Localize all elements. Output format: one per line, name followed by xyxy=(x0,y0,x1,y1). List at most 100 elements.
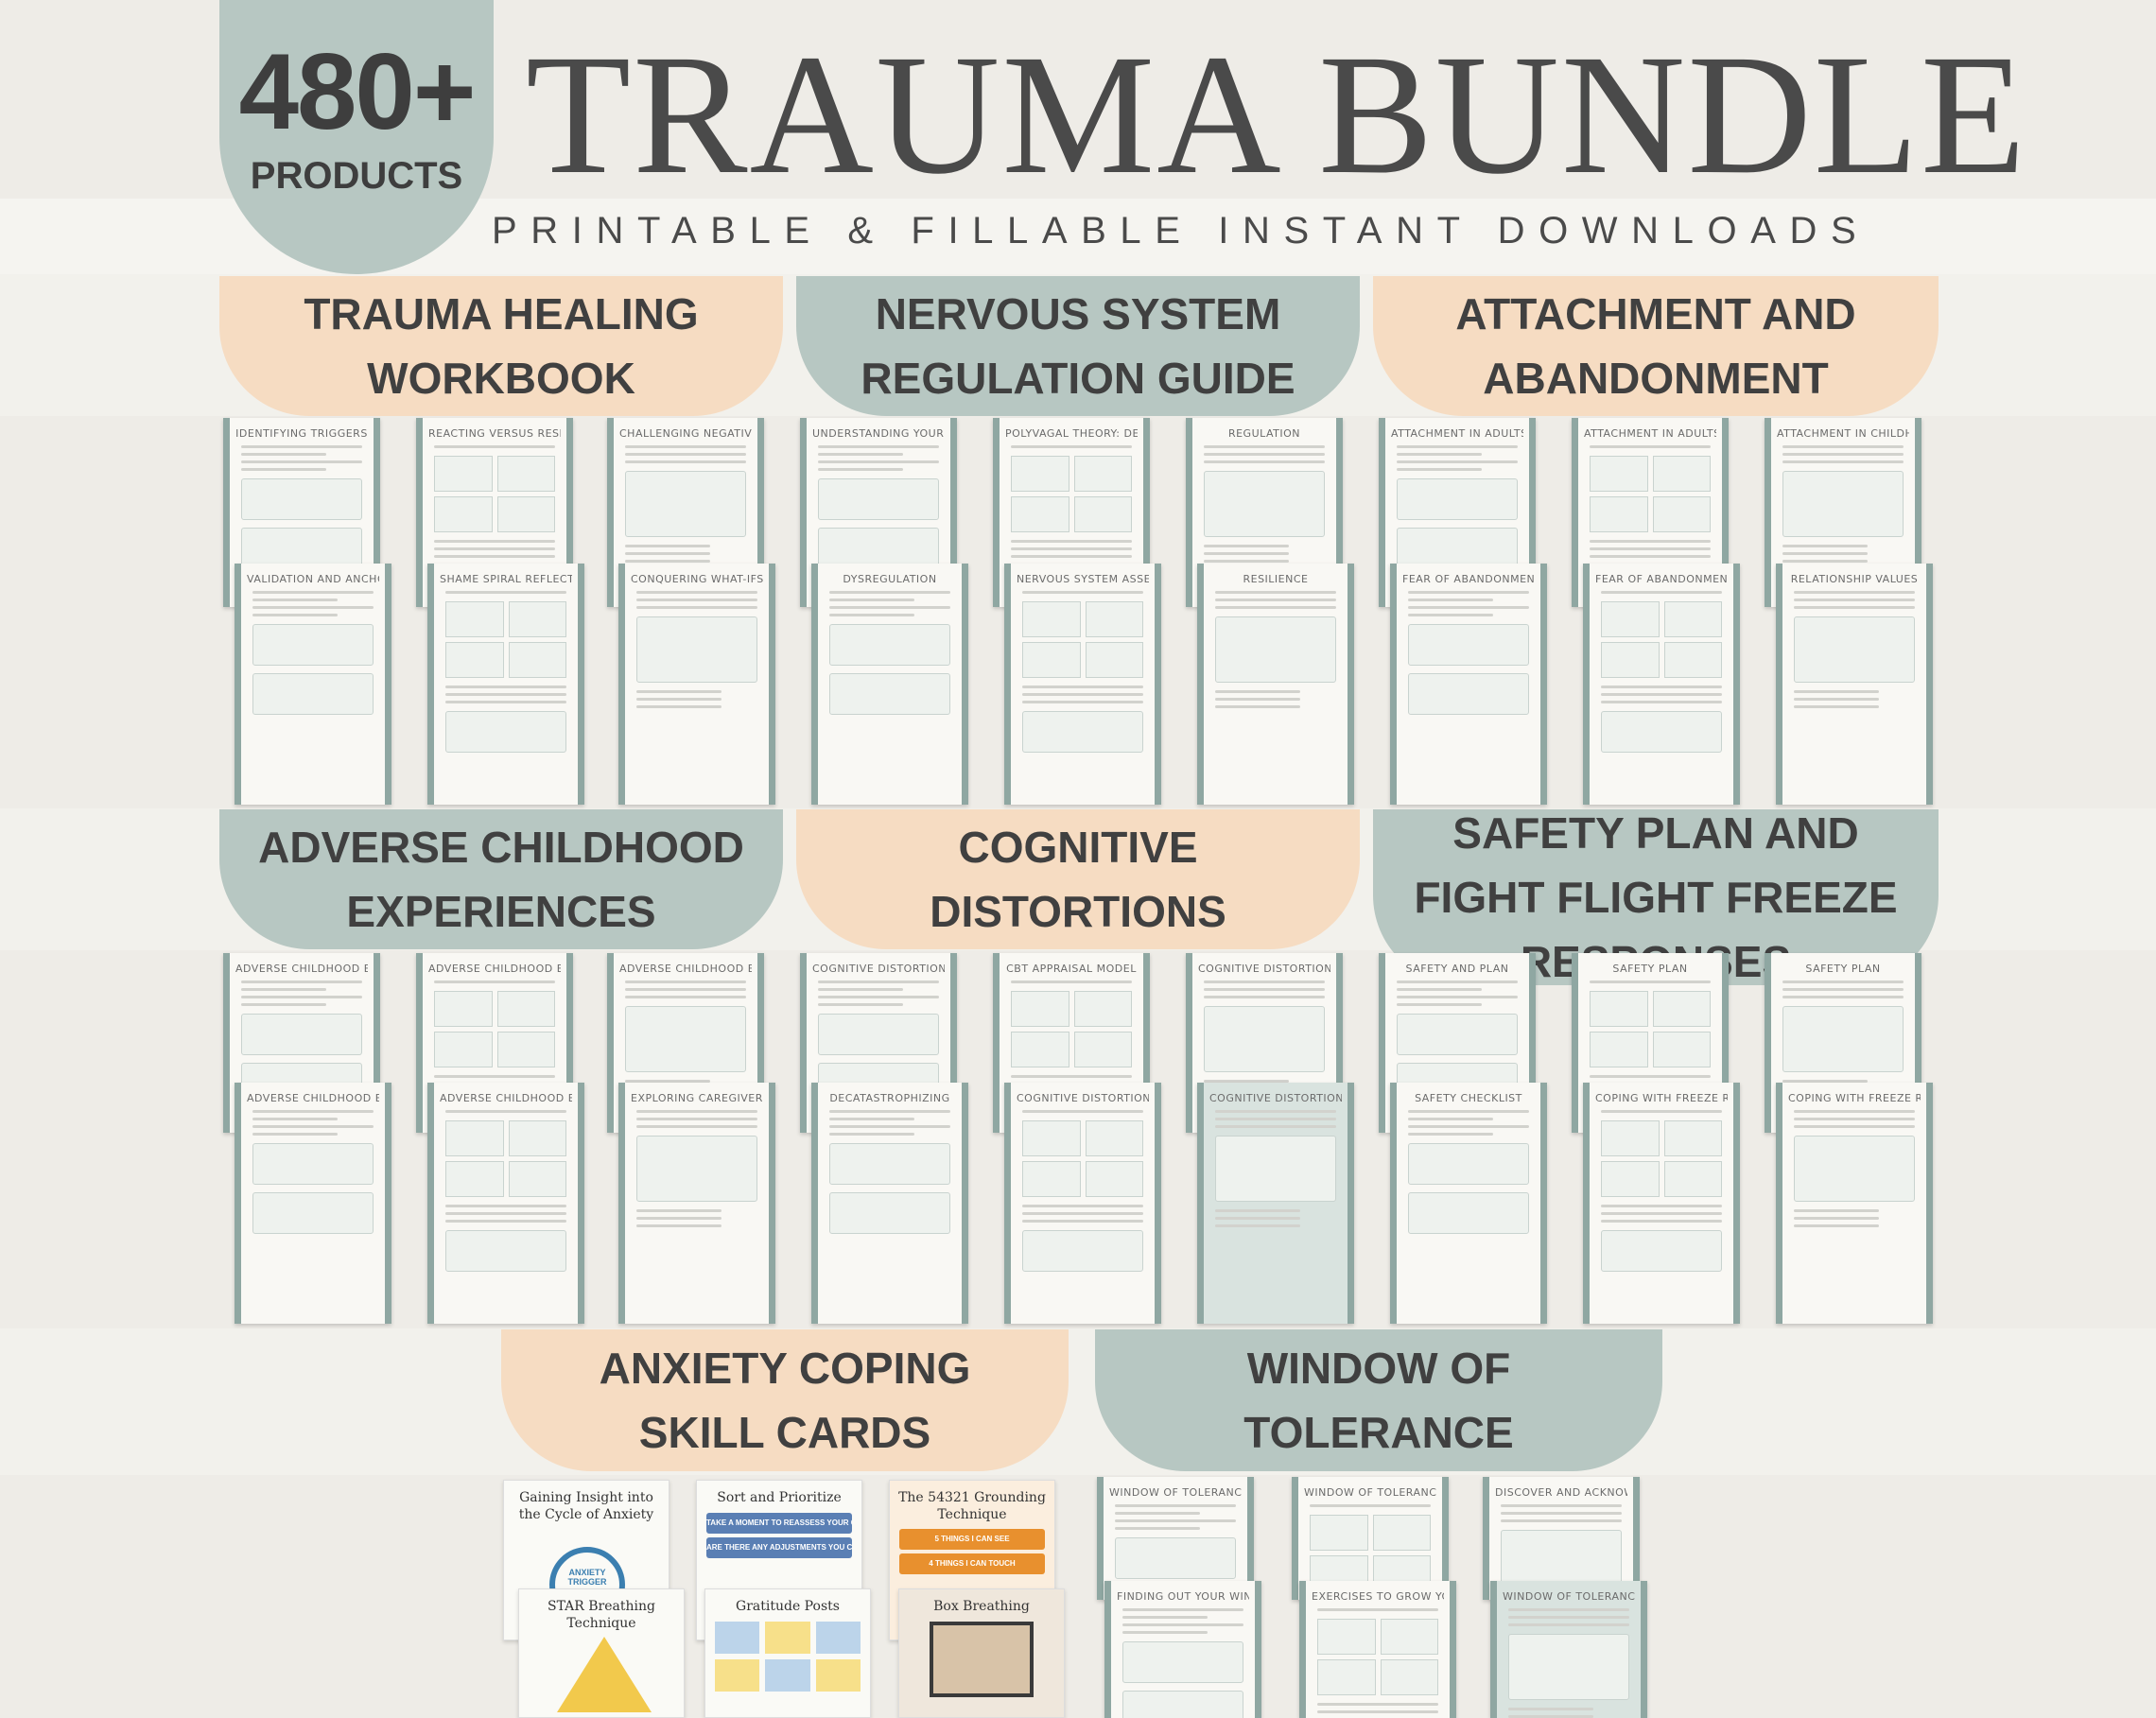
worksheet-page: NERVOUS SYSTEM ASSESSMENT AND STRESS MAN… xyxy=(1004,564,1161,805)
worksheet-page: COPING WITH FREEZE RESPONSE xyxy=(1583,1083,1740,1324)
card-strip: TAKE A MOMENT TO REASSESS YOUR OVERALL W… xyxy=(706,1512,852,1534)
section-label: SAFETY PLAN AND FIGHT FLIGHT FREEZE RESP… xyxy=(1414,808,1898,986)
worksheet-title: COPING WITH FREEZE RESPONSE xyxy=(1788,1092,1921,1104)
worksheet-page: WINDOW OF TOLERANCE xyxy=(1292,1477,1449,1600)
worksheet-title: ADVERSE CHILDHOOD EXPERIENCES xyxy=(235,963,368,975)
worksheet-page: FEAR OF ABANDONMENT xyxy=(1583,564,1740,805)
sticky-note xyxy=(815,1621,861,1654)
section-trauma-healing: TRAUMA HEALING WORKBOOK xyxy=(219,276,783,416)
section-window-of-tolerance: WINDOW OF TOLERANCE xyxy=(1095,1329,1662,1471)
worksheet-page: RELATIONSHIP VALUES xyxy=(1776,564,1933,805)
card-star-breathing: STAR Breathing Technique xyxy=(518,1588,685,1718)
worksheet-title: EXERCISES TO GROW YOUR WINDOW OF TOLERAN… xyxy=(1312,1590,1444,1603)
worksheet-title: SAFETY PLAN xyxy=(1805,963,1881,975)
card-title: Gaining Insight into the Cycle of Anxiet… xyxy=(518,1490,654,1522)
worksheet-page: WINDOW OF TOLERANCE xyxy=(1490,1581,1647,1718)
worksheet-title: WINDOW OF TOLERANCE xyxy=(1503,1590,1635,1603)
box-icon xyxy=(930,1621,1034,1697)
worksheet-title: SAFETY CHECKLIST xyxy=(1415,1092,1522,1104)
sticky-note xyxy=(715,1658,760,1692)
worksheet-title: VALIDATION AND ANCHORING xyxy=(247,573,379,585)
worksheet-page: COGNITIVE DISTORTION xyxy=(1197,1083,1354,1324)
worksheet-title: SAFETY PLAN xyxy=(1612,963,1688,975)
card-title: STAR Breathing Technique xyxy=(548,1599,655,1631)
worksheet-title: WINDOW OF TOLERANCE xyxy=(1109,1486,1242,1499)
worksheet-title: ATTACHMENT IN ADULTS xyxy=(1391,427,1523,440)
worksheet-page: DYSREGULATION xyxy=(811,564,968,805)
worksheet-page: CONQUERING WHAT-IFS xyxy=(618,564,775,805)
card-box-breathing: Box Breathing xyxy=(898,1588,1065,1718)
worksheet-title: ADVERSE CHILDHOOD EXPERIENCES xyxy=(619,963,752,975)
worksheet-title: ADVERSE CHILDHOOD EXPERIENCES xyxy=(247,1092,379,1104)
section-anxiety-cards: ANXIETY COPING SKILL CARDS xyxy=(501,1329,1069,1471)
card-title: Box Breathing xyxy=(933,1599,1030,1614)
card-badge: ANXIETY TRIGGER xyxy=(567,1568,607,1587)
worksheet-page: COPING WITH FREEZE RESPONSE xyxy=(1776,1083,1933,1324)
section-nervous-system: NERVOUS SYSTEM REGULATION GUIDE xyxy=(796,276,1360,416)
section-label: ADVERSE CHILDHOOD EXPERIENCES xyxy=(258,823,744,936)
worksheet-title: NERVOUS SYSTEM ASSESSMENT AND STRESS MAN… xyxy=(1017,573,1149,585)
worksheet-title: FEAR OF ABANDONMENT xyxy=(1402,573,1535,585)
worksheet-title: SAFETY AND PLAN xyxy=(1405,963,1509,975)
section-ace: ADVERSE CHILDHOOD EXPERIENCES xyxy=(219,809,783,949)
card-strip: 4 THINGS I CAN TOUCH xyxy=(899,1553,1045,1574)
worksheet-page: FEAR OF ABANDONMENT xyxy=(1390,564,1547,805)
card-title: Gratitude Posts xyxy=(736,1599,840,1614)
worksheet-title: POLYVAGAL THEORY: DECODING THE AUTONOMIC… xyxy=(1005,427,1138,440)
worksheet-title: SHAME SPIRAL REFLECTION xyxy=(440,573,572,585)
section-label: WINDOW OF TOLERANCE xyxy=(1243,1344,1514,1457)
section-label: ANXIETY COPING SKILL CARDS xyxy=(599,1344,971,1457)
section-label: NERVOUS SYSTEM REGULATION GUIDE xyxy=(861,289,1295,403)
worksheet-title: EXPLORING CAREGIVERS xyxy=(631,1092,763,1104)
worksheet-title: FEAR OF ABANDONMENT xyxy=(1595,573,1728,585)
worksheet-title: ATTACHMENT IN CHILDHOOD xyxy=(1777,427,1909,440)
worksheet-page: SHAME SPIRAL REFLECTION xyxy=(427,564,584,805)
band-3 xyxy=(0,1328,2156,1475)
worksheet-title: COGNITIVE DISTORTION LABELING xyxy=(812,963,945,975)
page-subtitle: PRINTABLE & FILLABLE INSTANT DOWNLOADS xyxy=(492,210,1870,252)
worksheet-title: REGULATION xyxy=(1227,427,1301,440)
worksheet-page: VALIDATION AND ANCHORING xyxy=(235,564,391,805)
worksheet-title: IDENTIFYING TRIGGERS xyxy=(235,427,368,440)
card-strip: ARE THERE ANY ADJUSTMENTS YOU CAN MAKE T… xyxy=(706,1536,852,1558)
worksheet-title: UNDERSTANDING YOUR NERVOUS SYSTEM xyxy=(812,427,945,440)
worksheet-title: DECATASTROPHIZING xyxy=(829,1092,950,1104)
sticky-note xyxy=(765,1658,810,1692)
worksheet-title: CHALLENGING NEGATIVE SELF-BELIEF xyxy=(619,427,752,440)
worksheet-title: DISCOVER AND ACKNOWLEDGE YOUR WINDOW OF … xyxy=(1495,1486,1627,1499)
worksheet-title: CBT APPRAISAL MODEL xyxy=(1006,963,1137,975)
worksheet-page: RESILIENCE xyxy=(1197,564,1354,805)
worksheet-title: REACTING VERSUS RESPONDING xyxy=(428,427,561,440)
section-label: ATTACHMENT AND ABANDONMENT xyxy=(1455,289,1856,403)
worksheet-page: ADVERSE CHILDHOOD EXPERIENCES xyxy=(427,1083,584,1324)
worksheet-page: DECATASTROPHIZING xyxy=(811,1083,968,1324)
worksheet-title: DYSREGULATION xyxy=(843,573,937,585)
worksheet-title: WINDOW OF TOLERANCE xyxy=(1304,1486,1436,1499)
worksheet-title: COGNITIVE DISTORTION xyxy=(1209,1092,1342,1104)
sticky-note xyxy=(815,1658,861,1692)
worksheet-title: RELATIONSHIP VALUES xyxy=(1790,573,1919,585)
worksheet-page: EXPLORING CAREGIVERS xyxy=(618,1083,775,1324)
card-title: Sort and Prioritize xyxy=(717,1490,842,1505)
worksheet-page: FINDING OUT YOUR WINDOW OF TOLERANCE xyxy=(1104,1581,1261,1718)
page-title: TRAUMA BUNDLE xyxy=(526,20,2028,210)
worksheet-title: COGNITIVE DISTORTION RECORDING MY THOUGH… xyxy=(1198,963,1330,975)
worksheet-page: ADVERSE CHILDHOOD EXPERIENCES xyxy=(235,1083,391,1324)
worksheet-title: CONQUERING WHAT-IFS xyxy=(631,573,763,585)
badge-label: PRODUCTS xyxy=(250,154,463,197)
section-attachment: ATTACHMENT AND ABANDONMENT xyxy=(1373,276,1939,416)
star-icon xyxy=(557,1637,652,1712)
section-label: TRAUMA HEALING WORKBOOK xyxy=(304,289,699,403)
worksheet-title: COGNITIVE DISTORTION QUESTION AND REFRAM… xyxy=(1017,1092,1149,1104)
worksheet-title: ADVERSE CHILDHOOD EXPERIENCES xyxy=(440,1092,572,1104)
card-gratitude-posts: Gratitude Posts xyxy=(704,1588,871,1718)
worksheet-title: ADVERSE CHILDHOOD EXPERIENCES xyxy=(428,963,561,975)
worksheet-page: SAFETY CHECKLIST xyxy=(1390,1083,1547,1324)
worksheet-title: RESILIENCE xyxy=(1243,573,1309,585)
card-title: The 54321 Grounding Technique xyxy=(898,1490,1046,1522)
worksheet-title: ATTACHMENT IN ADULTS xyxy=(1584,427,1716,440)
badge-number: 480+ xyxy=(238,32,477,152)
worksheet-page: EXERCISES TO GROW YOUR WINDOW OF TOLERAN… xyxy=(1299,1581,1456,1718)
sticky-note xyxy=(765,1621,810,1654)
card-strip: 5 THINGS I CAN SEE xyxy=(899,1529,1045,1550)
